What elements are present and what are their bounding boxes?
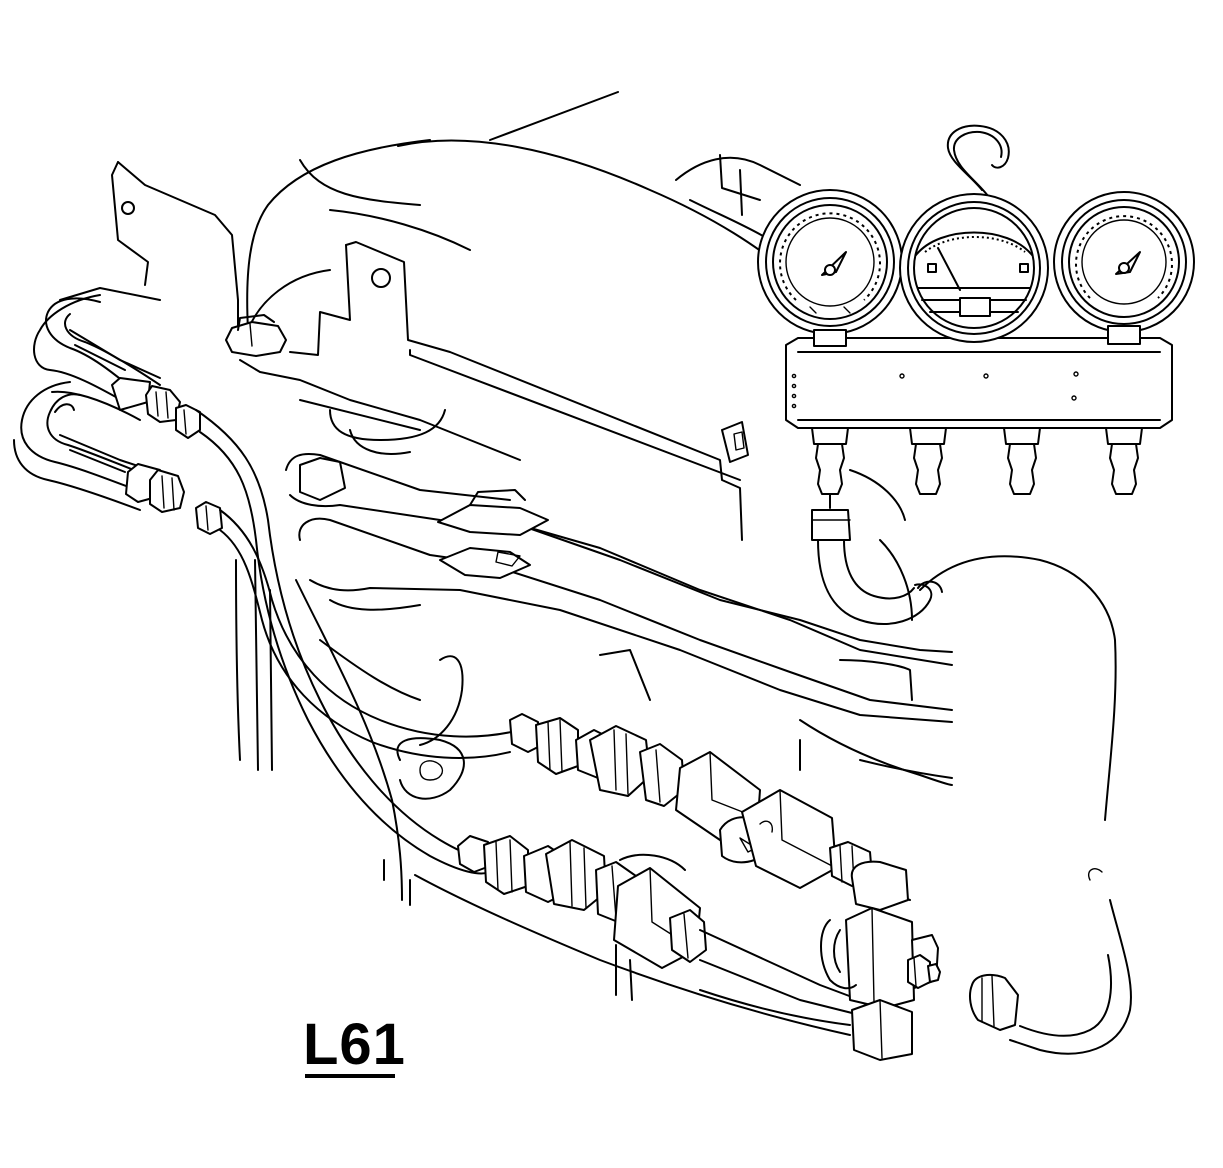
return-line [919,555,1132,1055]
gauge-manifold-hook [946,124,1010,197]
service-hose [811,493,943,625]
long-hoses [195,409,521,875]
center-hoses [285,399,953,723]
mounting-bracket [59,161,749,541]
lower-hose-fitting [125,463,223,535]
model-code-label: L61 [303,1012,406,1077]
tee-connector [820,860,941,1061]
low-side-gauge [757,189,903,347]
manifold-body [785,337,1173,429]
manifold-port-2 [909,427,947,495]
model-code-underline [305,1074,395,1078]
sight-glass-gauge [899,193,1049,343]
upper-adapter-assembly [509,713,873,889]
bolt [225,314,287,357]
high-side-gauge [1053,191,1195,345]
manifold-port-4 [1105,427,1143,495]
manifold-port-1 [811,427,849,495]
cooler-lines-upper [33,294,161,421]
hose-clip-lower [439,547,531,579]
upper-hose-fitting [111,377,201,439]
manifold-port-3 [1003,427,1041,495]
lower-adapter-assembly [457,835,861,1016]
hose-clip-upper [437,489,549,536]
